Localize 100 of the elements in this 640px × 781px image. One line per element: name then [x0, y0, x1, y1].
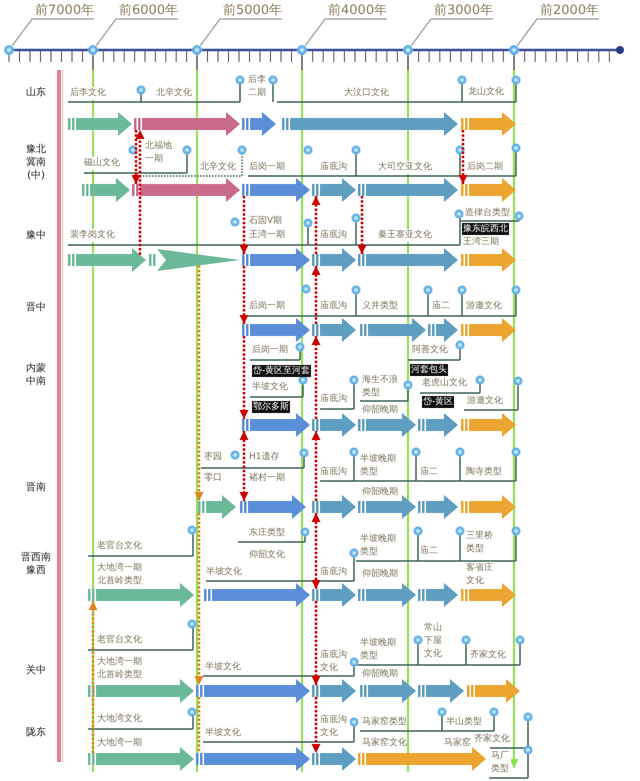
period-arrow [68, 112, 132, 136]
region-tag: 岱-黄区至河套 [252, 365, 312, 377]
region-label: 山东 [26, 86, 46, 99]
period-arrow [312, 495, 356, 519]
period-arrow [358, 583, 416, 607]
culture-label: 磁山文化 [84, 157, 120, 170]
region-label: 陇东 [26, 726, 46, 739]
period-arrow [312, 679, 356, 703]
marker-dot-icon [508, 44, 520, 56]
year-label: 前7000年 [35, 3, 94, 19]
period-arrow [418, 679, 464, 703]
dotted-arrow [458, 130, 468, 184]
leader-line [12, 18, 94, 46]
period-arrow [149, 249, 240, 271]
period-arrow [461, 178, 516, 202]
culture-label: 后李文化 [70, 87, 106, 100]
leader-line [200, 18, 282, 46]
dotted-arrow [136, 130, 144, 255]
period-arrow [461, 112, 516, 136]
dotted-arrow [312, 601, 320, 685]
dotted-arrow [194, 265, 204, 501]
region-tag: 岱-黄区 [422, 396, 454, 408]
culture-label: 大司空亚文化 [378, 161, 432, 174]
period-arrow [360, 679, 416, 703]
dotted-arrow [312, 697, 320, 753]
dotted-arrow [132, 130, 140, 184]
year-label: 前3000年 [434, 3, 494, 19]
period-arrow [196, 747, 310, 771]
region-tag: 河套包头 [410, 364, 448, 376]
period-arrow [312, 248, 356, 272]
period-arrow [461, 318, 516, 342]
marker-dot-icon [296, 44, 308, 56]
marker-dot-icon [402, 44, 414, 56]
leader-line [516, 18, 599, 46]
dotted-arrow [312, 431, 320, 501]
period-arrow [198, 495, 236, 519]
period-arrow [196, 679, 310, 703]
region-label: 关中 [26, 664, 46, 677]
period-arrow [461, 583, 516, 607]
region-label: 晋西南豫西 [20, 551, 52, 577]
period-arrow [68, 248, 146, 272]
dotted-arrow [240, 431, 248, 501]
period-arrow [461, 495, 516, 519]
period-arrow [312, 178, 356, 202]
culture-label: 裴李岗文化 [70, 229, 115, 242]
dotted-arrow [240, 266, 248, 324]
dotted-arrow [88, 601, 98, 753]
period-arrow [358, 413, 416, 437]
period-arrow [88, 747, 194, 771]
region-label: 晋中 [26, 301, 46, 314]
leader-line [96, 18, 178, 46]
dotted-arrow [312, 513, 320, 589]
region-tag: 豫东皖西北 [462, 223, 509, 235]
period-arrow [88, 679, 194, 703]
period-arrow [240, 495, 306, 519]
period-arrow [242, 413, 310, 437]
dotted-line [198, 697, 200, 753]
period-arrow [88, 583, 194, 607]
period-arrow [467, 679, 520, 703]
period-arrow [134, 112, 240, 136]
region-label: 豫北冀南(中) [25, 143, 47, 182]
dotted-arrow [312, 336, 320, 419]
period-arrow [418, 495, 458, 519]
period-arrow [242, 248, 310, 272]
period-arrow [282, 112, 458, 136]
period-arrow [358, 178, 458, 202]
period-arrow [312, 583, 356, 607]
marker-dot-icon [4, 44, 14, 56]
period-arrow [132, 178, 240, 202]
period-arrow [418, 413, 458, 437]
period-arrow [242, 318, 310, 342]
dotted-arrow [194, 513, 204, 685]
period-arrow [461, 413, 516, 437]
region-tag: 鄂尔多斯 [252, 401, 290, 413]
year-label: 前6000年 [119, 3, 178, 19]
leader-line [410, 18, 493, 46]
year-label: 前5000年 [223, 3, 282, 19]
period-arrow [204, 583, 310, 607]
period-arrow [358, 248, 458, 272]
leader-line [304, 18, 387, 46]
period-arrow [358, 747, 486, 771]
marker-dot-icon [192, 44, 202, 56]
region-label: 豫中 [26, 229, 46, 242]
culture-label: 秦王寨亚文化 [378, 229, 432, 242]
dotted-arrow [240, 196, 248, 254]
marker-dot-icon [88, 44, 98, 56]
period-arrow [242, 178, 310, 202]
period-arrow [418, 583, 458, 607]
period-arrow [428, 318, 458, 342]
year-label: 前4000年 [328, 3, 388, 19]
period-arrow [242, 112, 276, 136]
dotted-arrow [312, 196, 320, 254]
year-label: 前2000年 [540, 3, 600, 19]
dotted-arrow [312, 266, 320, 324]
period-arrow [312, 318, 356, 342]
period-arrow [82, 178, 130, 202]
period-arrow [312, 413, 356, 437]
period-arrow [360, 318, 426, 342]
dotted-arrow [240, 336, 248, 419]
period-arrow [312, 747, 356, 771]
